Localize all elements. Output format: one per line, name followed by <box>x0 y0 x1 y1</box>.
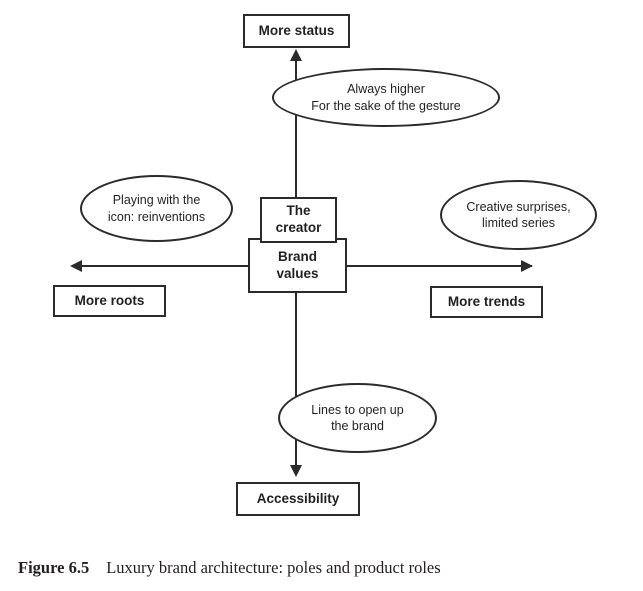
arrowhead-right-icon <box>521 260 533 272</box>
ellipse-text-line: Always higher <box>347 82 425 97</box>
box-label: More trends <box>447 293 526 309</box>
ellipse-lines-to-open-up: Lines to open up the brand <box>278 383 437 453</box>
figure-caption-number: Figure 6.5 <box>18 557 90 577</box>
box-more-roots: More roots <box>53 285 166 317</box>
ellipse-text-line: Creative surprises, <box>466 199 571 214</box>
arrowhead-down-icon <box>290 465 302 477</box>
ellipse-always-higher: Always higher For the sake of the gestur… <box>272 68 500 127</box>
ellipse-text-line: Lines to open up <box>311 402 404 417</box>
box-label: More roots <box>74 292 145 308</box>
box-brand-values: Brand values <box>248 238 347 293</box>
ellipse-creative-surprises: Creative surprises, limited series <box>440 180 597 250</box>
ellipse-text-line: For the sake of the gesture <box>311 98 461 113</box>
arrowhead-left-icon <box>70 260 82 272</box>
box-the-creator: The creator <box>260 197 337 243</box>
figure-caption-text: Luxury brand architecture: poles and pro… <box>106 557 441 577</box>
ellipse-text-line: Playing with the <box>112 193 201 208</box>
box-accessibility: Accessibility <box>236 482 360 516</box>
box-label: Accessibility <box>256 490 340 506</box>
box-label-line: creator <box>275 220 322 235</box>
box-more-status: More status <box>243 14 350 48</box>
box-label: More status <box>258 22 335 38</box>
box-label-line: Brand <box>277 248 317 264</box>
box-label-line: The <box>286 203 311 219</box>
ellipse-playing-with-icon: Playing with the icon: reinventions <box>80 175 233 242</box>
ellipse-text-line: icon: reinventions <box>107 209 206 224</box>
box-more-trends: More trends <box>430 286 543 318</box>
ellipse-text-line: limited series <box>482 216 555 230</box>
arrowhead-up-icon <box>290 49 302 61</box>
figure-caption: Figure 6.5 Luxury brand architecture: pol… <box>18 558 441 578</box>
ellipse-text-line: the brand <box>331 419 384 433</box>
box-label-line: values <box>276 265 319 281</box>
